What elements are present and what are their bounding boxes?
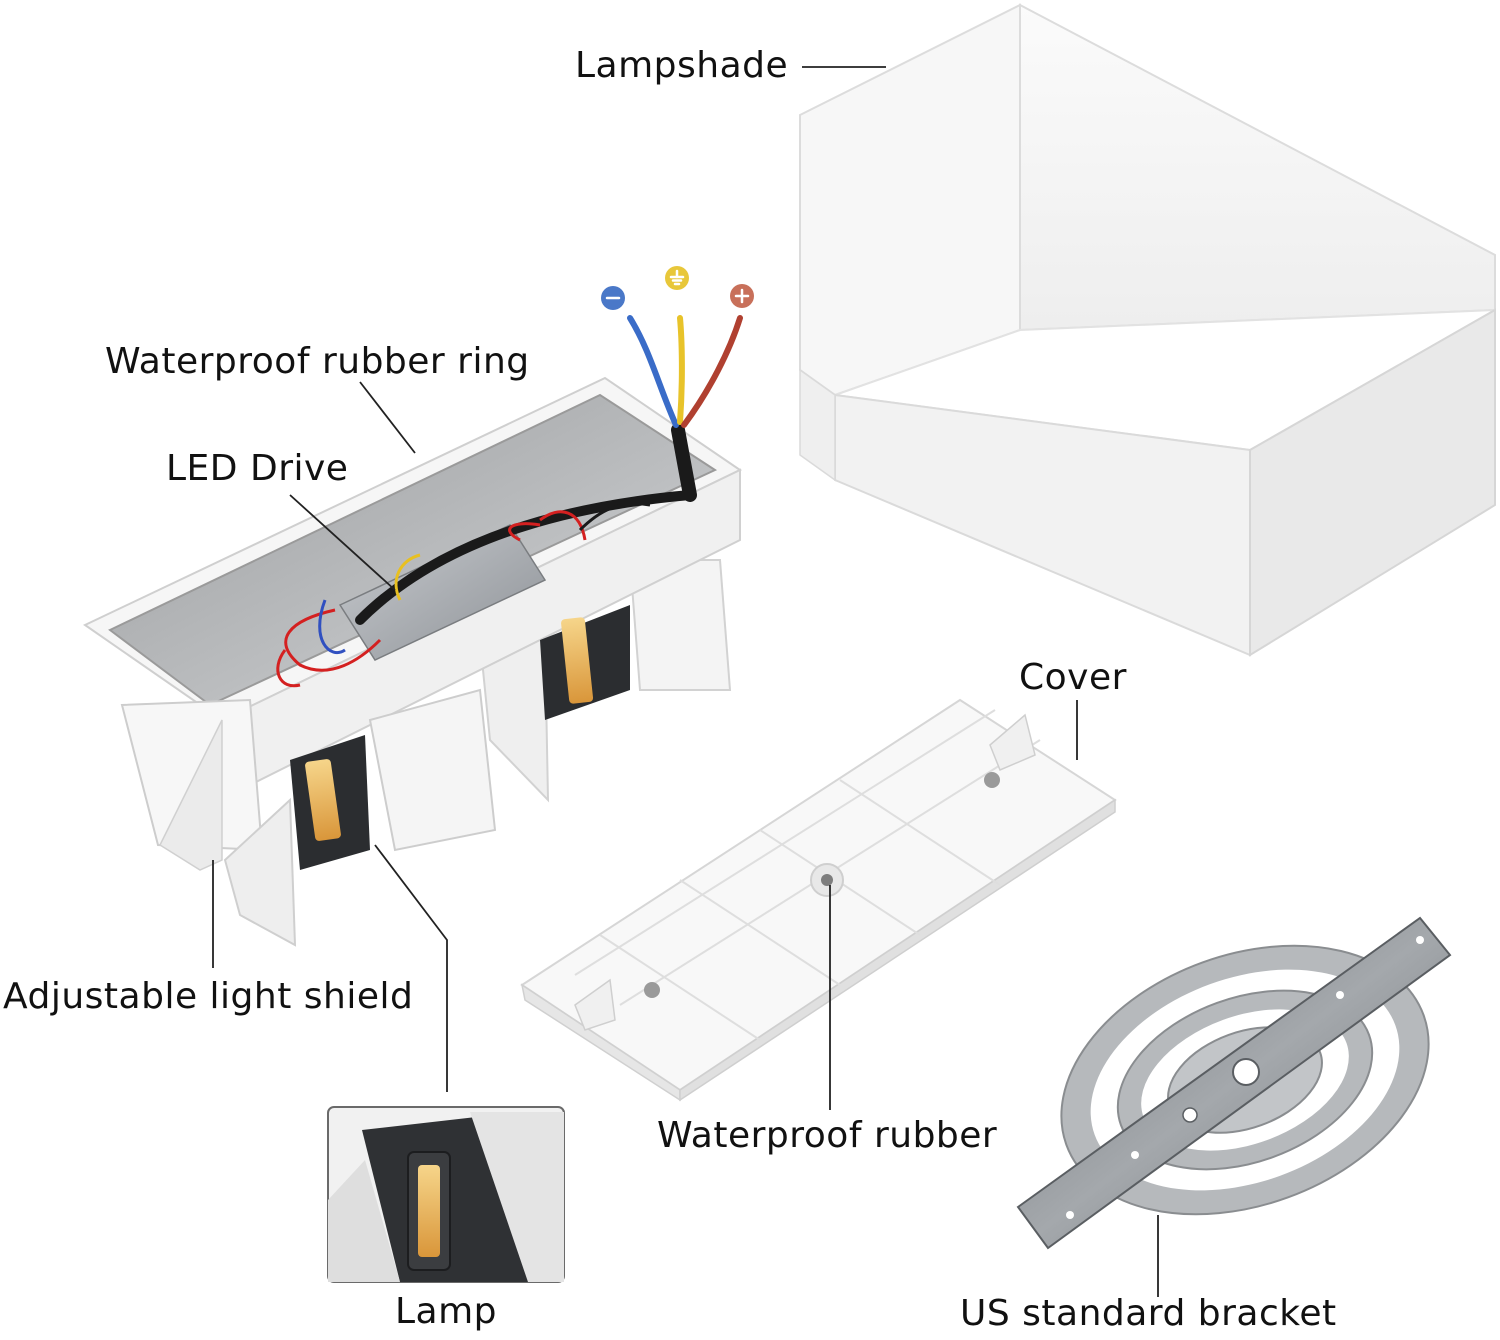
wire-bundle xyxy=(627,315,743,502)
terminal-ground-icon xyxy=(665,266,689,290)
leader-led-drive xyxy=(289,494,396,591)
label-lampshade: Lampshade xyxy=(575,45,789,86)
us-bracket xyxy=(1016,916,1452,1250)
label-waterproof-rubber: Waterproof rubber xyxy=(657,1115,998,1156)
label-led-drive: LED Drive xyxy=(166,448,349,489)
leader-lamp xyxy=(374,844,448,1092)
label-us-standard-bracket: US standard bracket xyxy=(960,1293,1337,1334)
lampshade xyxy=(799,3,1496,657)
label-cover: Cover xyxy=(1019,657,1127,698)
leader-lines xyxy=(212,66,1159,1297)
terminal-negative-icon xyxy=(601,286,625,310)
label-waterproof-rubber-ring: Waterproof rubber ring xyxy=(105,341,530,382)
cover-plate xyxy=(520,698,1117,1102)
label-lamp: Lamp xyxy=(395,1291,498,1332)
leader-rubber-ring xyxy=(359,381,416,454)
terminal-positive-icon xyxy=(730,284,754,308)
lamp-inset xyxy=(327,1106,565,1283)
label-adjustable-light-shield: Adjustable light shield xyxy=(3,976,414,1017)
lamp-housing xyxy=(83,376,742,947)
